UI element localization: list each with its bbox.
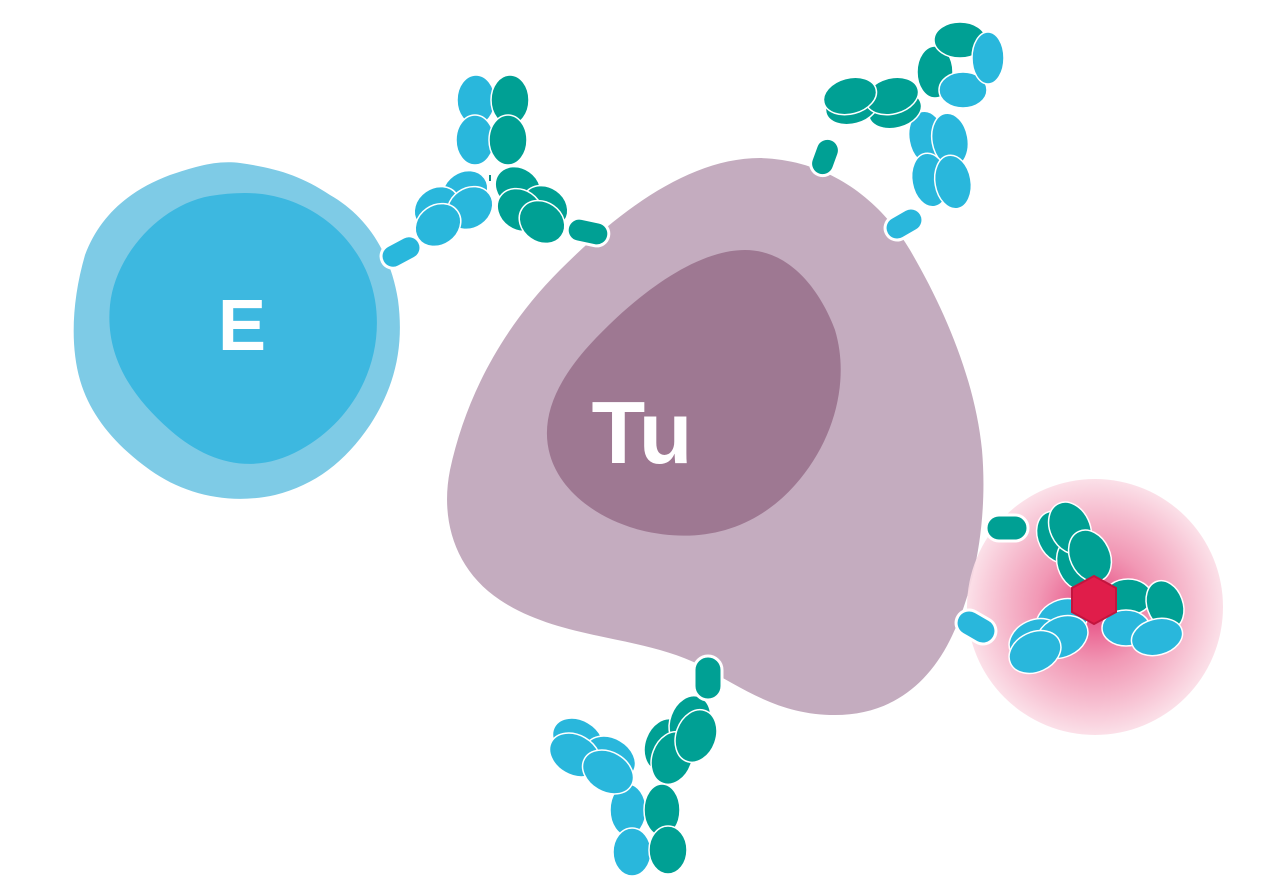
hexagon-toxin-icon: [1071, 574, 1117, 626]
bispecific-antibody-bridging: [379, 74, 611, 270]
tumor-cell-label: Tu: [592, 383, 693, 482]
effector-cell: E: [73, 162, 400, 499]
effector-cell-nucleus: [109, 193, 377, 464]
antibody-top-right: [809, 21, 1005, 242]
tumor-cell-nucleus: [546, 250, 841, 536]
antibody-drug-conjugate: [954, 479, 1223, 735]
effector-cell-label: E: [218, 286, 266, 366]
tumor-cell: Tu: [447, 158, 984, 715]
antibody-bottom: [548, 654, 724, 877]
